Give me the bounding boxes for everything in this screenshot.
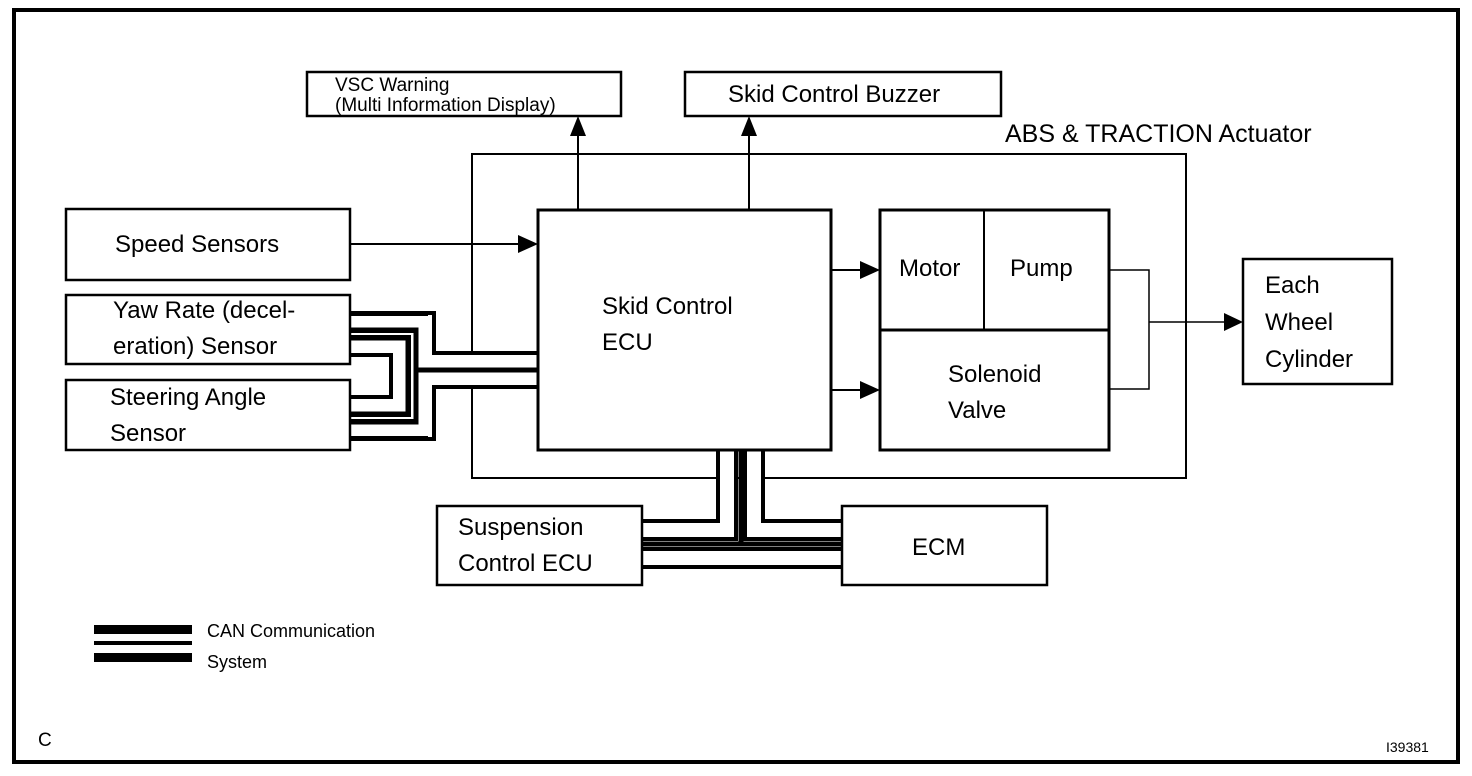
vsc-warning-block: VSC Warning (Multi Information Display) <box>305 70 623 118</box>
arrow-right-icon <box>518 235 538 253</box>
skid-buzzer-block: Skid Control Buzzer <box>683 70 1003 118</box>
arrow-right-icon <box>860 261 880 279</box>
can-bus-left <box>350 311 538 441</box>
arrow-right-icon <box>860 381 880 399</box>
legend-line2: System <box>207 652 267 672</box>
can-bus-bottom <box>642 450 842 569</box>
suspension-ecu-line1: Suspension <box>458 514 583 541</box>
speed-sensors-label: Speed Sensors <box>115 231 279 258</box>
arrow-up-icon <box>570 116 586 136</box>
skid-ecu-line2: ECU <box>602 329 653 356</box>
suspension-ecu-block: Suspension Control ECU <box>435 504 644 587</box>
steering-angle-line1: Steering Angle <box>110 384 266 411</box>
vsc-warning-line2: (Multi Information Display) <box>335 95 556 116</box>
legend-can-line-top <box>94 625 192 634</box>
actuator-group-label: ABS & TRACTION Actuator <box>1005 120 1312 148</box>
pump-valve-assembly: Motor Pump Solenoid Valve <box>878 208 1111 452</box>
steering-angle-line2: Sensor <box>110 420 186 447</box>
wheel-cylinder-line1: Each <box>1265 272 1320 299</box>
steering-angle-sensor-block: Steering Angle Sensor <box>64 378 352 452</box>
skid-buzzer-label: Skid Control Buzzer <box>728 81 940 108</box>
arrow-up-icon <box>741 116 757 136</box>
legend-line1: CAN Communication <box>207 621 375 641</box>
skid-control-ecu-block: Skid Control ECU <box>536 208 833 452</box>
suspension-ecu-line2: Control ECU <box>458 550 593 577</box>
yaw-rate-line2: eration) Sensor <box>113 333 277 360</box>
wheel-cylinder-line3: Cylinder <box>1265 346 1353 373</box>
figure-frame <box>12 8 1460 764</box>
solenoid-line1: Solenoid <box>948 361 1041 388</box>
arrow-right-icon <box>1224 313 1243 331</box>
actuator-boundary <box>471 153 1187 479</box>
legend: CAN Communication System <box>94 621 375 672</box>
wheel-cylinder-block: Each Wheel Cylinder <box>1241 257 1394 386</box>
legend-can-line-mid <box>94 641 192 645</box>
wheel-cylinder-line2: Wheel <box>1265 309 1333 336</box>
ecm-block: ECM <box>840 504 1049 587</box>
vsc-warning-line1: VSC Warning <box>335 75 449 96</box>
hydraulic-merge-line <box>1109 269 1150 390</box>
motor-label: Motor <box>899 255 960 282</box>
skid-ecu-line1: Skid Control <box>602 293 733 320</box>
yaw-rate-sensor-block: Yaw Rate (decel- eration) Sensor <box>64 293 352 366</box>
ecm-label: ECM <box>912 534 965 561</box>
corner-label: C <box>38 730 52 751</box>
figure-id: I39381 <box>1386 739 1429 755</box>
yaw-rate-line1: Yaw Rate (decel- <box>113 297 295 324</box>
solenoid-line2: Valve <box>948 397 1006 424</box>
legend-can-line-bottom <box>94 653 192 662</box>
pump-label: Pump <box>1010 255 1073 282</box>
speed-sensors-block: Speed Sensors <box>64 207 352 282</box>
